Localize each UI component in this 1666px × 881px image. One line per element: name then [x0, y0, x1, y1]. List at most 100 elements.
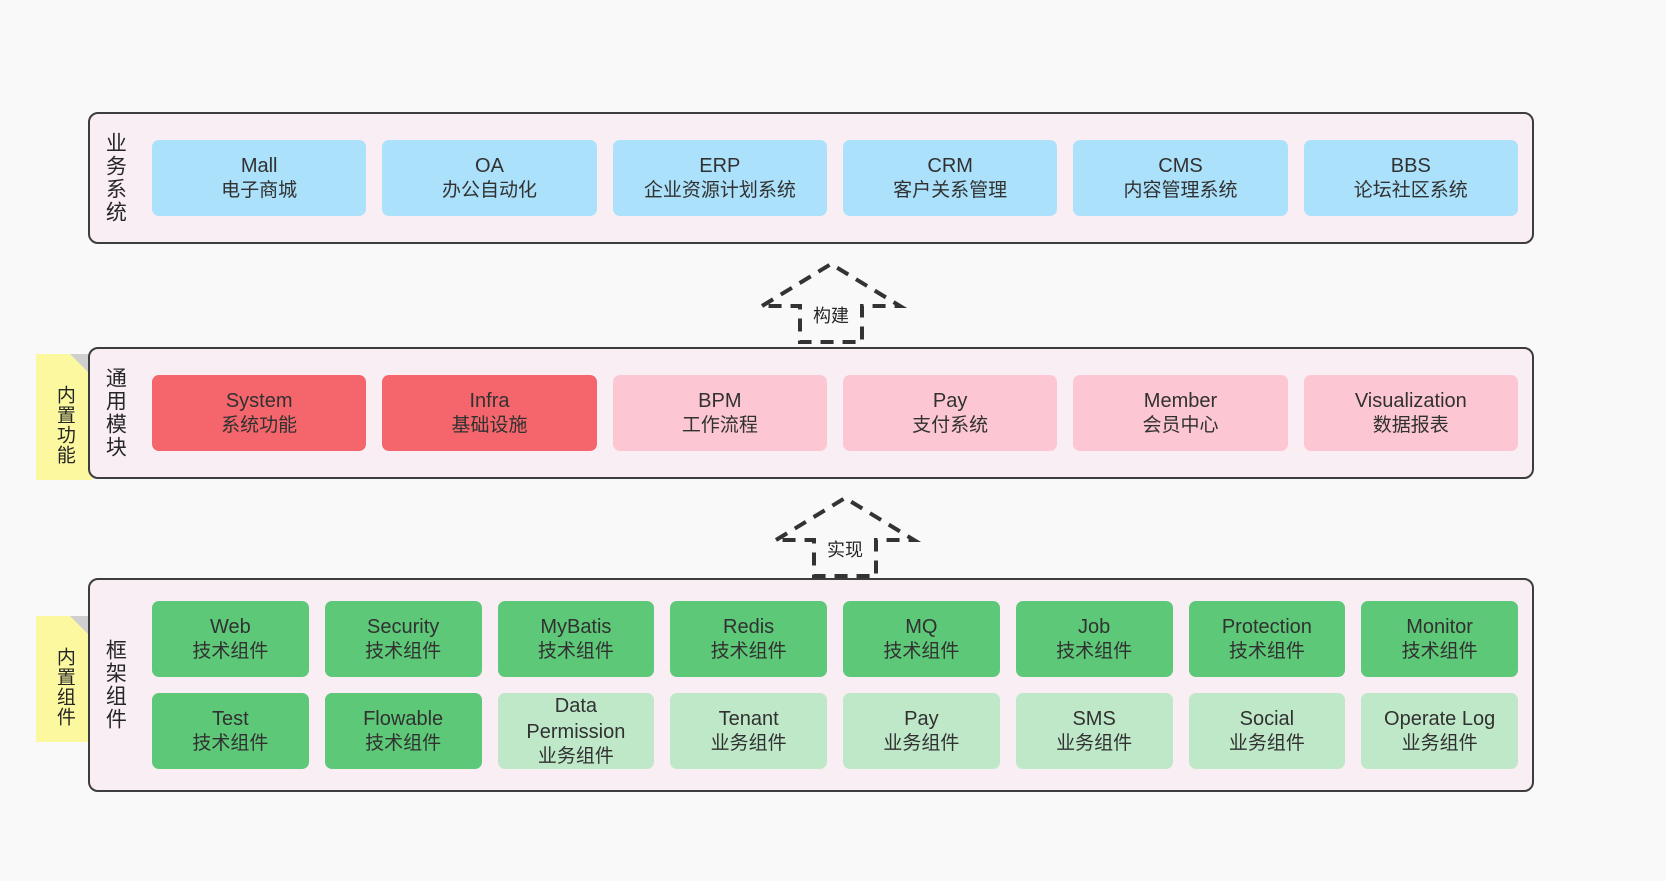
- node-security-en: Security: [367, 615, 440, 638]
- row-business-systems: Mall 电子商城 OA 办公自动化 ERP 企业资源计划系统 CRM 客户关系…: [152, 140, 1518, 216]
- node-sms-en: SMS: [1072, 707, 1116, 730]
- row-framework-business: Test 技术组件 Flowable 技术组件 Data Permission …: [152, 693, 1518, 769]
- node-bpm[interactable]: BPM 工作流程: [612, 375, 827, 451]
- node-pay-component-cn: 业务组件: [883, 732, 960, 754]
- node-tenant-cn: 业务组件: [710, 732, 787, 754]
- node-flowable-cn: 技术组件: [365, 732, 442, 754]
- node-sms[interactable]: SMS 业务组件: [1015, 693, 1173, 769]
- node-pay-component-en: Pay: [904, 707, 939, 730]
- node-social-en: Social: [1239, 707, 1295, 730]
- node-mall[interactable]: Mall 电子商城: [152, 140, 367, 216]
- node-redis[interactable]: Redis 技术组件: [670, 601, 827, 677]
- row-framework-technical: Web 技术组件 Security 技术组件 MyBatis 技术组件 Redi…: [152, 601, 1518, 677]
- node-monitor[interactable]: Monitor 技术组件: [1361, 601, 1518, 677]
- node-job[interactable]: Job 技术组件: [1015, 601, 1173, 677]
- node-visualization-en: Visualization: [1354, 389, 1467, 412]
- implement-arrow-icon: [768, 495, 922, 578]
- layer-body-framework-components: Web 技术组件 Security 技术组件 MyBatis 技术组件 Redi…: [138, 580, 1532, 790]
- node-redis-cn: 技术组件: [710, 640, 787, 662]
- node-redis-en: Redis: [723, 615, 775, 638]
- node-cms[interactable]: CMS 内容管理系统: [1073, 140, 1288, 216]
- node-operate-log-cn: 业务组件: [1401, 732, 1478, 754]
- node-operate-log-en: Operate Log: [1384, 707, 1496, 730]
- node-job-cn: 技术组件: [1056, 640, 1133, 662]
- node-tenant[interactable]: Tenant 业务组件: [670, 693, 827, 769]
- node-crm-en: CRM: [927, 154, 973, 177]
- node-test[interactable]: Test 技术组件: [152, 693, 309, 769]
- node-visualization-cn: 数据报表: [1372, 414, 1449, 436]
- node-test-en: Test: [212, 707, 249, 730]
- node-monitor-en: Monitor: [1406, 615, 1473, 638]
- node-protection-en: Protection: [1221, 615, 1312, 638]
- node-protection[interactable]: Protection 技术组件: [1188, 601, 1346, 677]
- layer-business-systems: 业务系统 Mall 电子商城 OA 办公自动化 ERP 企业资源计划系统 CRM: [88, 112, 1534, 244]
- note-builtin-features-label: 内置功能: [53, 385, 75, 465]
- node-system[interactable]: System 系统功能: [152, 375, 367, 451]
- note-fold-icon: [70, 354, 92, 376]
- node-member-en: Member: [1143, 389, 1218, 412]
- node-mybatis[interactable]: MyBatis 技术组件: [497, 601, 655, 677]
- node-bpm-cn: 工作流程: [681, 414, 758, 436]
- node-erp[interactable]: ERP 企业资源计划系统: [612, 140, 827, 216]
- node-pay-module-cn: 支付系统: [912, 414, 989, 436]
- node-security[interactable]: Security 技术组件: [324, 601, 482, 677]
- node-bbs-cn: 论坛社区系统: [1353, 179, 1468, 201]
- connector-implement: 实现: [766, 490, 924, 582]
- node-mq-cn: 技术组件: [883, 640, 960, 662]
- note-builtin-components: 内置组件: [36, 616, 92, 742]
- note-fold-icon-2: [70, 616, 92, 638]
- node-oa-cn: 办公自动化: [441, 179, 537, 201]
- node-flowable[interactable]: Flowable 技术组件: [324, 693, 482, 769]
- node-cms-en: CMS: [1158, 154, 1203, 177]
- layer-body-common-modules: System 系统功能 Infra 基础设施 BPM 工作流程 Pay 支付系统…: [138, 349, 1532, 477]
- node-bpm-en: BPM: [698, 389, 742, 412]
- node-pay-component[interactable]: Pay 业务组件: [843, 693, 1000, 769]
- node-operate-log[interactable]: Operate Log 业务组件: [1361, 693, 1518, 769]
- node-social-cn: 业务组件: [1228, 732, 1305, 754]
- note-builtin-components-label: 内置组件: [53, 647, 75, 727]
- connector-implement-label: 实现: [827, 540, 863, 560]
- node-web-cn: 技术组件: [192, 640, 269, 662]
- node-mq[interactable]: MQ 技术组件: [843, 601, 1000, 677]
- node-infra-cn: 基础设施: [451, 414, 528, 436]
- node-social[interactable]: Social 业务组件: [1188, 693, 1346, 769]
- node-pay-module-en: Pay: [932, 389, 968, 412]
- node-web[interactable]: Web 技术组件: [152, 601, 309, 677]
- node-job-en: Job: [1078, 615, 1111, 638]
- node-oa[interactable]: OA 办公自动化: [382, 140, 597, 216]
- layer-title-common-modules: 通用模块: [103, 367, 127, 459]
- node-oa-en: OA: [475, 154, 504, 177]
- node-crm-cn: 客户关系管理: [893, 179, 1008, 201]
- connector-build: 构建: [752, 256, 910, 348]
- node-infra[interactable]: Infra 基础设施: [382, 375, 597, 451]
- node-security-cn: 技术组件: [365, 640, 442, 662]
- node-crm[interactable]: CRM 客户关系管理: [842, 140, 1058, 216]
- node-erp-cn: 企业资源计划系统: [643, 179, 796, 201]
- node-flowable-en: Flowable: [363, 707, 444, 730]
- node-data-permission[interactable]: Data Permission 业务组件: [497, 693, 655, 769]
- node-data-permission-cn: 业务组件: [537, 745, 614, 767]
- node-cms-cn: 内容管理系统: [1123, 179, 1238, 201]
- node-tenant-en: Tenant: [718, 707, 779, 730]
- layer-common-modules: 通用模块 System 系统功能 Infra 基础设施 BPM 工作流程 Pay: [88, 347, 1534, 479]
- node-mybatis-cn: 技术组件: [537, 640, 614, 662]
- node-pay-module[interactable]: Pay 支付系统: [842, 375, 1058, 451]
- node-test-cn: 技术组件: [192, 732, 269, 754]
- node-mall-en: Mall: [240, 154, 278, 177]
- layer-framework-components: 框架组件 Web 技术组件 Security 技术组件 MyBatis 技术组件…: [88, 578, 1534, 792]
- node-mq-en: MQ: [905, 615, 938, 638]
- node-visualization[interactable]: Visualization 数据报表: [1303, 375, 1518, 451]
- layer-title-business-systems: 业务系统: [103, 132, 127, 224]
- node-system-cn: 系统功能: [221, 414, 298, 436]
- node-bbs[interactable]: BBS 论坛社区系统: [1303, 140, 1518, 216]
- node-web-en: Web: [209, 615, 251, 638]
- build-arrow-icon: [754, 261, 908, 344]
- node-bbs-en: BBS: [1390, 154, 1431, 177]
- node-erp-en: ERP: [699, 154, 741, 177]
- node-monitor-cn: 技术组件: [1401, 640, 1478, 662]
- node-member[interactable]: Member 会员中心: [1073, 375, 1288, 451]
- layer-body-business-systems: Mall 电子商城 OA 办公自动化 ERP 企业资源计划系统 CRM 客户关系…: [138, 114, 1532, 242]
- node-sms-cn: 业务组件: [1056, 732, 1133, 754]
- layer-title-framework-components: 框架组件: [103, 639, 127, 731]
